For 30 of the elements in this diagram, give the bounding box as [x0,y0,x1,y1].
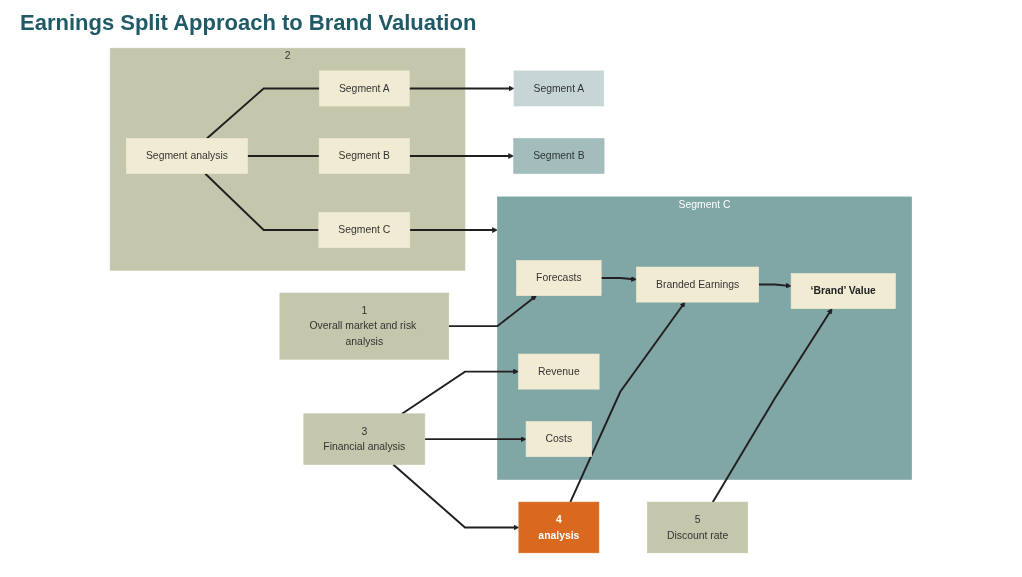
arrow [757,282,792,288]
node-box: Forecasts [516,259,602,296]
node-box: Branded Earnings [636,266,760,302]
arrow [408,85,515,91]
connector [204,172,320,231]
arrow [600,275,637,282]
diagram-title: Earnings Split Approach to Brand Valuation [20,10,478,36]
node-box: Revenue [518,353,600,389]
arrow [408,226,498,233]
node-box: Segment B [318,137,410,174]
arrow [447,294,537,327]
node-box: Segment A [319,70,410,106]
node-box: Segment A [513,70,605,106]
arrow [569,301,686,503]
connector [246,154,321,157]
node-box: Costs [525,420,593,457]
node-box: 3 Financial analysis [303,413,426,465]
arrow [392,463,520,530]
arrow [408,152,515,159]
node-box: 5 Discount rate [647,501,749,553]
node-box: Segment analysis [126,137,248,174]
node-box: 1 Overall market and risk analysis [279,292,450,360]
arrow [711,307,833,503]
arrow [423,435,527,442]
node-box: 4 analysis [518,501,600,553]
node-box: Segment B [513,137,605,174]
connector [205,87,321,139]
arrow [401,368,519,415]
node-box: ‘Brand’ Value [790,272,896,309]
node-box: Segment C [318,211,411,248]
